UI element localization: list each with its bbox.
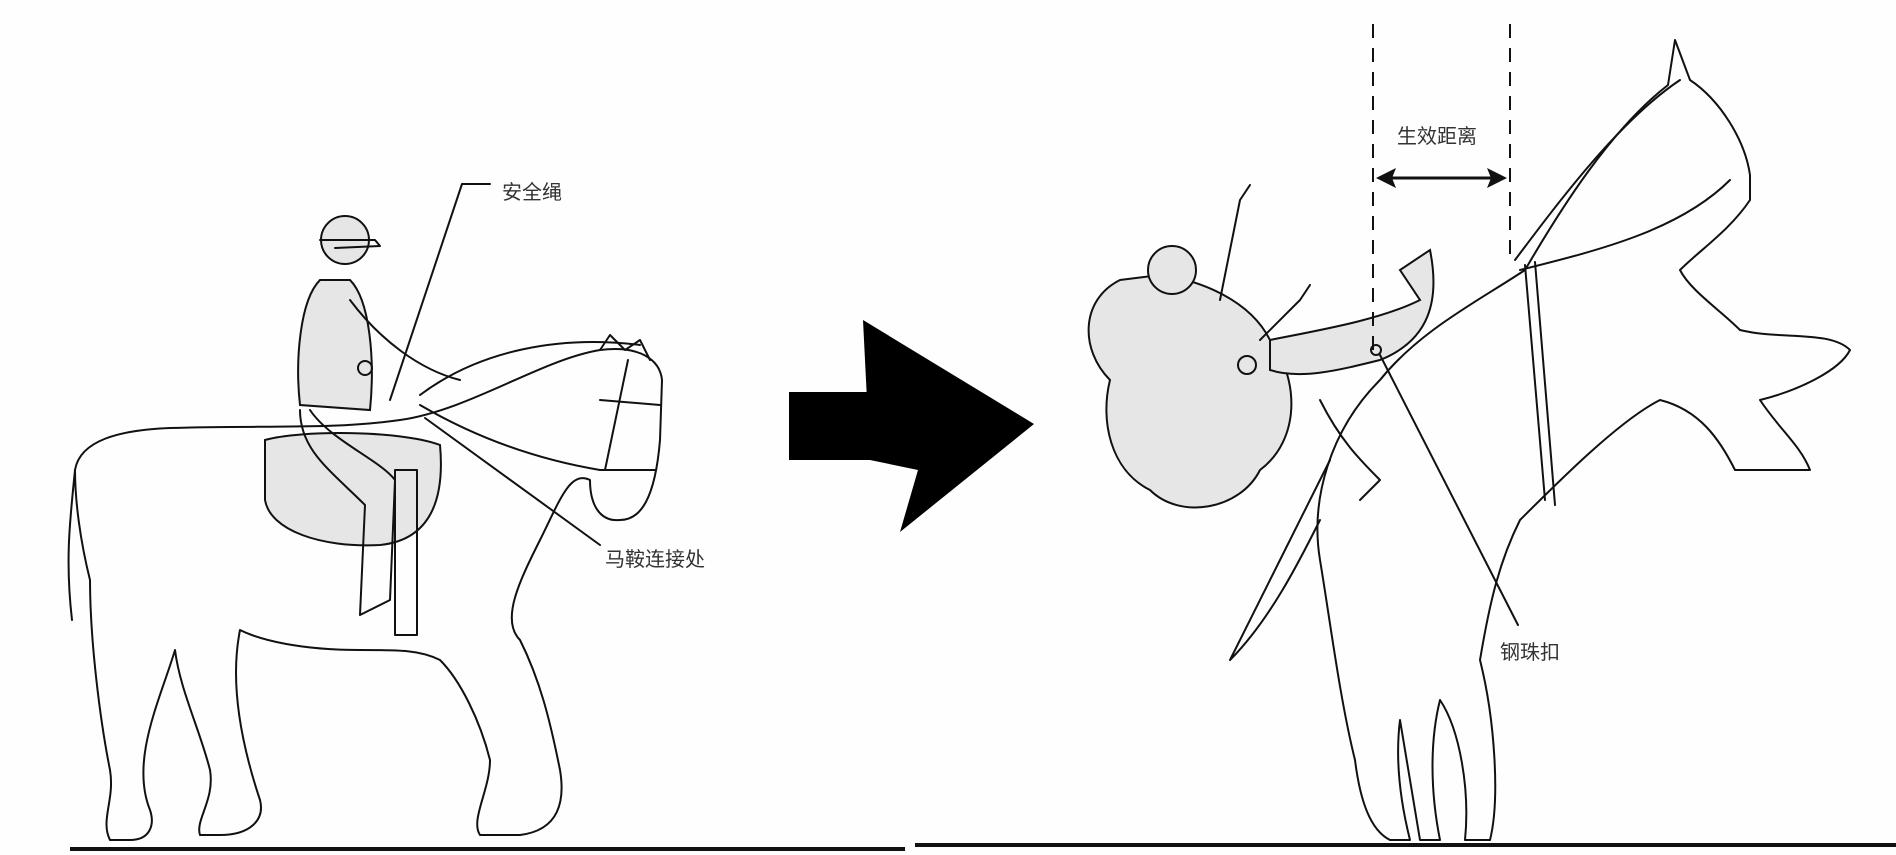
effective-distance-marker [1370,24,1511,356]
transition-arrow [789,320,1034,532]
leader-line-steel-ball-buckle [1379,354,1519,626]
label-saddle-connection: 马鞍连接处 [605,547,705,571]
label-safety-rope: 安全绳 [502,180,562,204]
label-steel-ball-buckle: 钢珠扣 [1500,640,1560,664]
leader-line-saddle-connection [424,417,601,546]
leader-line-safety-rope [389,183,491,401]
left-horse [67,334,663,841]
right-horse [1229,39,1851,841]
label-effective-distance: 生效距离 [1397,124,1477,148]
left-rider [297,215,461,616]
right-rider-airbag [1087,184,1435,509]
